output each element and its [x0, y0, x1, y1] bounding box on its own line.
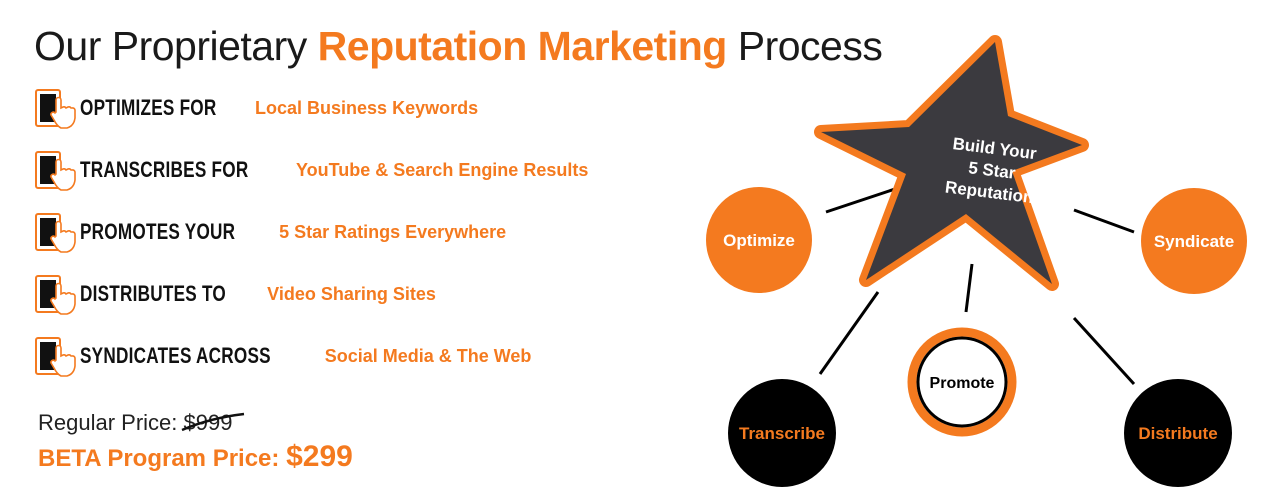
feature-description: Video Sharing Sites — [267, 283, 436, 304]
feature-description: Social Media & The Web — [324, 345, 532, 366]
feature-description: 5 Star Ratings Everywhere — [279, 221, 507, 242]
transcribe-node — [728, 379, 836, 487]
feature-item: TRANSCRIBES FOR YouTube & Search Engine … — [34, 148, 588, 192]
regular-price-label: Regular Price: — [38, 410, 178, 435]
optimize-node — [706, 187, 812, 293]
feature-keyword: SYNDICATES ACROSS — [80, 343, 271, 368]
feature-item: SYNDICATES ACROSS Social Media & The Web — [34, 334, 531, 378]
feature-item: OPTIMIZES FOR Local Business Keywords — [34, 86, 478, 130]
feature-item: DISTRIBUTES TO Video Sharing Sites — [34, 272, 436, 316]
feature-keyword: DISTRIBUTES TO — [80, 281, 226, 306]
distribute-node — [1124, 379, 1232, 487]
syndicate-label: Syndicate — [1154, 232, 1234, 251]
tablet-touch-icon — [34, 334, 78, 378]
promote-node — [907, 327, 1017, 437]
feature-keyword: TRANSCRIBES FOR — [80, 157, 249, 182]
connector-line — [818, 291, 880, 375]
beta-price-value: $299 — [286, 440, 353, 473]
promote-node-ring — [916, 336, 1008, 428]
connector-line — [825, 186, 899, 214]
optimize-label: Optimize — [723, 231, 795, 250]
feature-keyword: PROMOTES YOUR — [80, 219, 236, 244]
feature-item: PROMOTES YOUR 5 Star Ratings Everywhere — [34, 210, 506, 254]
feature-description: Local Business Keywords — [255, 97, 479, 118]
syndicate-node — [1141, 188, 1247, 294]
promote-label: Promote — [930, 375, 995, 392]
title-accent: Reputation Marketing — [317, 23, 728, 69]
feature-keyword: OPTIMIZES FOR — [80, 95, 217, 120]
page-title: Our Proprietary Reputation Marketing Pro… — [34, 22, 883, 70]
distribute-label: Distribute — [1138, 424, 1217, 443]
transcribe-label: Transcribe — [739, 424, 825, 443]
feature-description: YouTube & Search Engine Results — [295, 159, 589, 180]
title-prefix: Our Proprietary — [34, 23, 307, 69]
tablet-touch-icon — [34, 148, 78, 192]
beta-price-label: BETA Program Price: — [38, 445, 280, 472]
beta-price: BETA Program Price: $299 — [38, 440, 353, 474]
connector-line — [964, 263, 974, 313]
regular-price: Regular Price: $999 — [38, 410, 244, 436]
regular-price-value: $999 — [183, 410, 233, 435]
process-diagram: Build Your 5 Star Reputation Optimize Sy… — [706, 35, 1247, 487]
connector-line — [1073, 208, 1135, 234]
strikethrough-mark — [181, 412, 244, 432]
tablet-touch-icon — [34, 272, 78, 316]
star-inner — [821, 42, 1082, 284]
connector-line — [1072, 316, 1136, 386]
tablet-touch-icon — [34, 86, 78, 130]
title-suffix: Process — [737, 23, 883, 69]
regular-price-value-wrap: $999 — [181, 410, 244, 436]
tablet-touch-icon — [34, 210, 78, 254]
